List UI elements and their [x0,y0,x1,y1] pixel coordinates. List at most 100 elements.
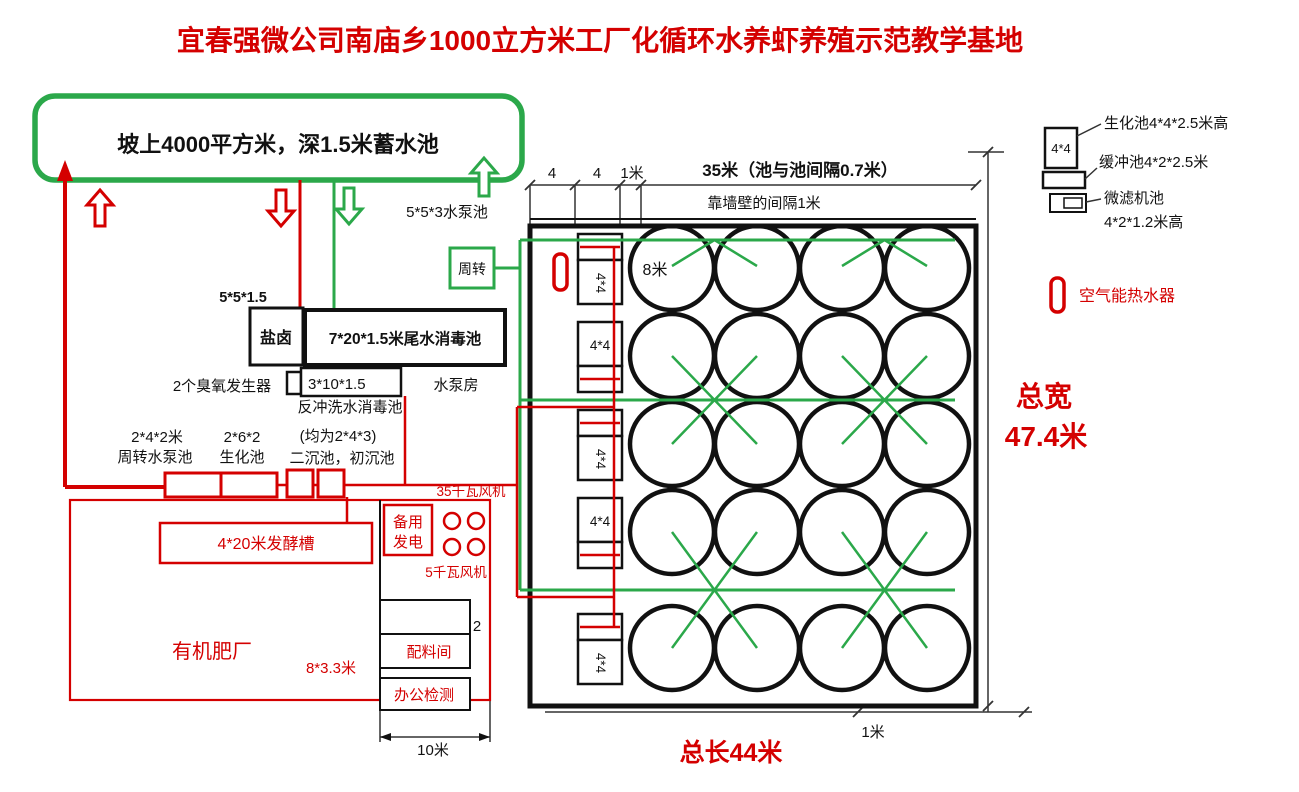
total-width-label: 总宽 [1016,380,1072,412]
legend-microfilter-box [1049,193,1087,213]
turnover-pump-dim-label: 2*4*2米 [131,429,183,446]
ingredient-room-label: 配料间 [406,644,451,661]
turnover-box [448,246,496,290]
office-label: 办公检测 [394,687,454,704]
tailwater-disinfection-box [303,308,507,367]
red-pipes [515,245,620,629]
dim4b-label: 4 [593,165,601,182]
tank-circle [882,487,972,577]
primary-sediment-box [316,468,346,499]
dim10-arrow-right [479,733,490,741]
round-tanks [627,223,972,693]
tailwater-label: 7*20*1.5米尾水消毒池 [329,329,482,348]
bottom-gap-label: 1米 [861,724,884,741]
legend-microfilter-inner-box [1063,197,1083,209]
dim10-label: 10米 [417,742,449,759]
diagram-title: 宜春强微公司南庙乡1000立方米工厂化循环水养虾养殖示范教学基地 [177,24,1023,56]
backup-power-label-line1: 备用 [393,514,423,531]
legend [1041,123,1102,314]
biochem-pool-box [219,471,279,499]
brine-box [248,306,305,367]
tank-circle [882,223,972,313]
dimension-lines [379,146,1032,742]
ozone-label: 2个臭氧发生器 [173,378,271,395]
green-distributors-row45 [670,531,929,649]
secondary-sediment-box [285,468,315,499]
fertilizer-plant [68,498,492,711]
legend-buffer-box [1041,170,1087,190]
legend-connector-lines [1076,123,1102,203]
fan-icon [442,511,462,531]
brine-dim-label: 5*5*1.5 [219,290,267,306]
green-distributors-row1 [671,238,928,268]
backwash-label: 反冲洗水消毒池 [297,399,402,416]
red-supply-line [63,172,166,489]
red-block-arrow-down-icon [264,188,298,229]
air-heater-icon [552,252,569,292]
dim10-extensions [379,700,491,742]
backwash-box [299,366,403,398]
tank-diameter-label: 8米 [643,261,668,279]
green-block-arrow-down-icon [332,186,366,227]
top-dim-extensions [529,185,642,226]
turnover-pump-box [163,471,223,499]
brine-label: 盐卤 [260,328,292,347]
legend-microfilter-label-line1: 微滤机池 [1104,190,1164,207]
total-width-value: 47.4米 [1005,421,1088,452]
legend-air-heater-label: 空气能热水器 [1079,287,1175,305]
red-block-arrow-up-icon [83,187,117,228]
tank-circle [882,603,972,693]
cell-label: 4*4 [593,273,608,294]
red-arrowhead-up-icon [57,160,73,181]
legend-air-heater-icon [1049,276,1066,314]
reservoir-label: 坡上4000平方米，深1.5米蓄水池 [117,132,439,157]
fan35-label: 35千瓦风机 [436,484,506,499]
spare-room-box [379,599,471,635]
green-block-arrow-up-icon [467,155,501,198]
red-microfilter-lines [580,245,620,629]
biochem-label: 生化池 [219,449,264,466]
fan-icon [442,537,462,557]
ozone-generator-box [285,370,303,396]
sediment-label: 二沉池，初沉池 [289,450,394,467]
backup-power-box [382,503,434,557]
fan-icon [466,511,486,531]
reservoir-outline [32,93,525,183]
count2-label: 2 [473,618,481,635]
cell-label: 4*4 [593,653,608,674]
right-dim-ticks [982,146,994,712]
biochem-dim-label: 2*6*2 [224,429,261,446]
dim4a-label: 4 [548,165,556,182]
pump-house-label: 水泵房 [433,377,478,394]
legend-biochem-label: 生化池4*4*2.5米高 [1104,115,1228,132]
dim10-arrow-left [380,733,391,741]
fan5-label: 5千瓦风机 [425,565,487,580]
wall-gap-label: 靠墙壁的间隔1米 [707,195,820,212]
fertilizer-plant-label: 有机肥厂 [172,640,252,663]
green-pipes [494,238,955,649]
legend-biochem-box [1043,126,1079,170]
fan-icon [466,537,486,557]
treatment-plant [163,246,517,523]
red-row-connectors [277,483,517,523]
backwash-dim-label: 3*10*1.5 [308,376,366,393]
cell-label: 4*4 [590,514,611,529]
biochem-cell-box [576,638,624,686]
turnover-label: 周转 [458,261,486,277]
cell-label: 4*4 [593,449,608,470]
bottom-dim-ticks [852,706,1030,718]
dim1-label: 1米 [620,165,643,182]
fermenter-box [158,521,374,565]
top-dim-ticks [524,179,982,191]
ingredient-room-box [379,633,471,669]
fertilizer-plant-outline [68,498,492,702]
total-length-label: 总长44米 [680,739,784,767]
right-dim-line [968,151,1004,712]
sediment-dim-label: (均为2*4*3) [300,428,377,445]
cell-label: 4*4 [590,338,611,353]
legend-buffer-label: 缓冲池4*2*2.5米 [1099,154,1208,171]
red-return-branches [517,247,616,627]
dim35-label: 35米（池与池间隔0.7米） [702,160,898,180]
